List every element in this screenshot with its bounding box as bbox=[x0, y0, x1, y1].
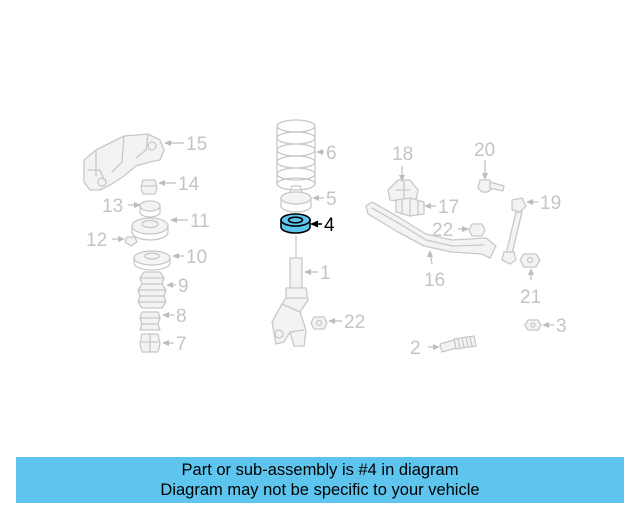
part-11-strut-mount: 11 bbox=[131, 211, 210, 241]
callout-5: 5 bbox=[326, 189, 337, 210]
part-5-spring-pad: 5 bbox=[280, 185, 337, 213]
callout-7: 7 bbox=[176, 334, 187, 355]
banner-line-2: Diagram may not be specific to your vehi… bbox=[160, 481, 480, 499]
part-22-nut-b: 22 bbox=[432, 220, 486, 241]
callout-1: 1 bbox=[320, 263, 331, 284]
callout-18: 18 bbox=[392, 144, 413, 165]
callout-2: 2 bbox=[410, 338, 421, 359]
part-21-nut: 21 bbox=[519, 253, 541, 308]
part-7-bushing: 7 bbox=[139, 333, 187, 355]
callout-16: 16 bbox=[424, 270, 445, 291]
part-1-strut: 1 bbox=[271, 235, 331, 347]
part-18-bushing: 18 bbox=[387, 144, 419, 203]
callout-10: 10 bbox=[186, 247, 207, 268]
part-14-nut: 14 bbox=[140, 174, 200, 195]
callout-20: 20 bbox=[474, 140, 495, 161]
part-15-knuckle: 15 bbox=[83, 133, 207, 191]
callout-3: 3 bbox=[556, 316, 567, 337]
part-12-bolt: 12 bbox=[86, 230, 138, 251]
part-6-coil-spring: 6 bbox=[276, 119, 337, 191]
part-13-cap: 13 bbox=[102, 196, 161, 218]
part-16-stabilizer-bar: 16 bbox=[365, 201, 497, 291]
callout-12: 12 bbox=[86, 230, 107, 251]
part-4-highlighted[interactable]: 4 bbox=[280, 213, 335, 236]
callout-6: 6 bbox=[326, 143, 337, 164]
part-9-dust-boot: 9 bbox=[137, 271, 189, 309]
info-banner: Part or sub-assembly is #4 in diagram Di… bbox=[16, 457, 624, 503]
callout-11: 11 bbox=[190, 211, 210, 232]
callout-22a: 22 bbox=[344, 312, 365, 333]
part-17-bushing: 17 bbox=[395, 197, 459, 218]
callout-8: 8 bbox=[176, 306, 187, 327]
part-19-link: 19 bbox=[501, 193, 561, 265]
banner-line-1: Part or sub-assembly is #4 in diagram bbox=[181, 461, 459, 479]
callout-19: 19 bbox=[540, 193, 561, 214]
callout-9: 9 bbox=[178, 276, 189, 297]
part-22-nut-a: 22 bbox=[310, 312, 365, 333]
callout-17: 17 bbox=[438, 197, 459, 218]
callout-21: 21 bbox=[520, 287, 541, 308]
part-8-bump-stop: 8 bbox=[139, 306, 187, 331]
callout-14: 14 bbox=[178, 174, 200, 195]
callout-4: 4 bbox=[324, 215, 335, 236]
part-10-spring-seat: 10 bbox=[133, 247, 207, 271]
callout-22b: 22 bbox=[432, 220, 453, 241]
part-3-nut: 3 bbox=[524, 316, 567, 337]
part-2-bolt: 2 bbox=[410, 335, 477, 359]
callout-13: 13 bbox=[102, 196, 123, 217]
callout-15: 15 bbox=[186, 134, 207, 155]
part-20-bolt: 20 bbox=[474, 140, 505, 193]
